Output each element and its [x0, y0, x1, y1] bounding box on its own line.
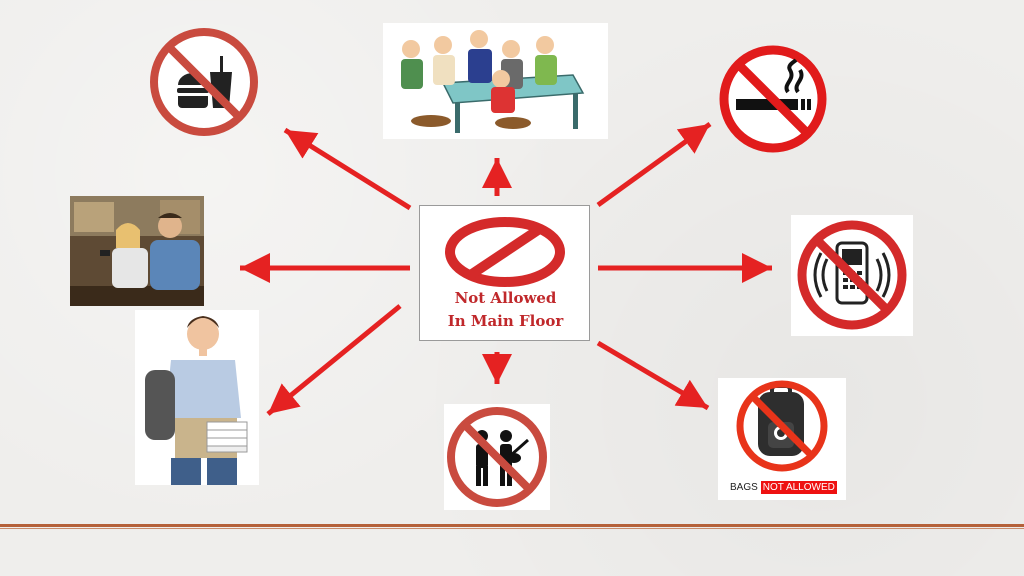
no-smoking-icon [718, 44, 828, 154]
student-with-backpack-image [135, 310, 259, 485]
bags-word: BAGS [730, 482, 758, 493]
no-phone-icon [791, 215, 913, 336]
no-food-icon [148, 26, 260, 138]
footer-divider-thin [0, 528, 1024, 529]
center-box: Not Allowed In Main Floor [419, 205, 590, 341]
arrow-food [283, 127, 412, 211]
prohibition-icon [445, 217, 565, 287]
arrow-bags [596, 340, 710, 411]
footer-divider [0, 524, 1024, 527]
center-title-line2: In Main Floor [447, 312, 564, 330]
group-meeting-image [383, 23, 608, 139]
no-music-icon [444, 404, 550, 510]
not-allowed-tag: NOT ALLOWED [760, 481, 837, 494]
no-bags-icon [718, 378, 846, 500]
arrow-smoking [596, 121, 712, 208]
center-title-line1: Not Allowed [454, 289, 557, 307]
couple-chatting-image [70, 196, 204, 306]
arrow-student [266, 304, 402, 416]
